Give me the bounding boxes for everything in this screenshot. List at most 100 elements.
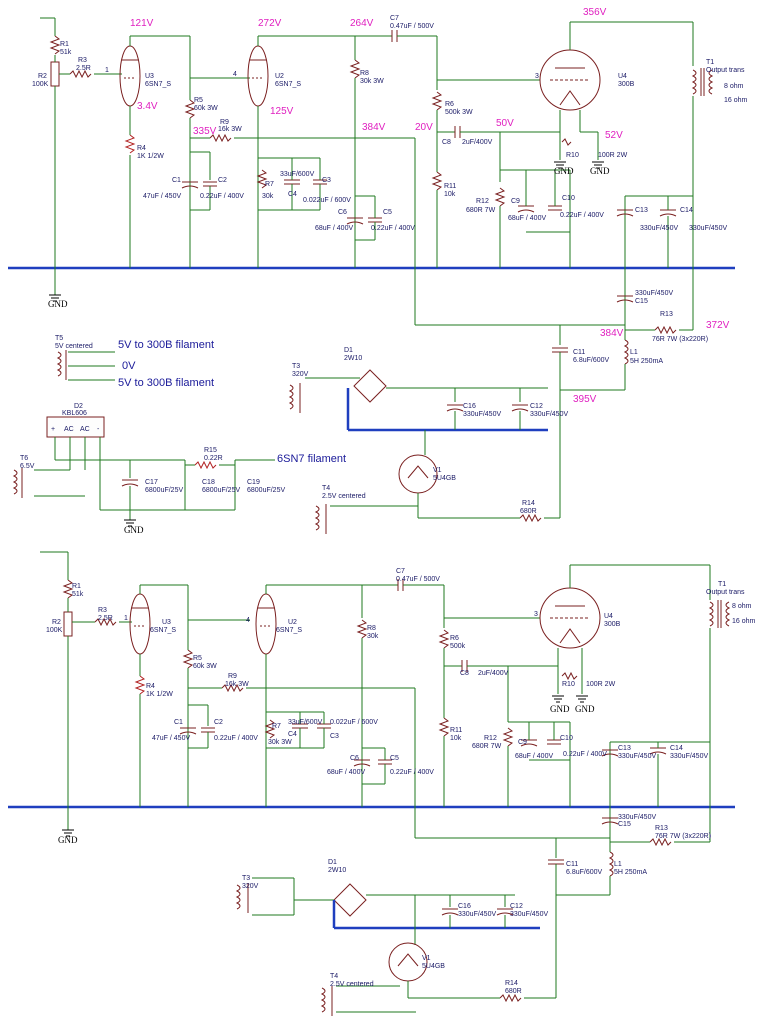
part-label: C5 bbox=[390, 755, 399, 762]
part-label: R10 bbox=[566, 152, 579, 159]
part-value: 16k 3W bbox=[225, 681, 249, 688]
part-label: C7 bbox=[390, 15, 399, 22]
part-value: Output trans bbox=[706, 589, 745, 596]
part-label: C15 bbox=[635, 298, 648, 305]
part-value: 330uF/450V bbox=[689, 225, 727, 232]
part-value: 0.022uF / 600V bbox=[330, 719, 378, 726]
part-label: R2 bbox=[38, 73, 47, 80]
part-value: 76R 7W (3x220R) bbox=[655, 833, 711, 840]
part-value: 2W10 bbox=[344, 355, 362, 362]
part-value: 0.22uF / 400V bbox=[200, 193, 244, 200]
part-label: C4 bbox=[288, 191, 297, 198]
part-label: R8 bbox=[367, 625, 376, 632]
voltage-label: 50V bbox=[496, 118, 514, 129]
u3-tube bbox=[129, 593, 151, 655]
voltage-label: 121V bbox=[130, 18, 154, 29]
part-value: 300B bbox=[618, 81, 635, 88]
part-label: C15 bbox=[618, 821, 631, 828]
part-value: 30k bbox=[367, 633, 379, 640]
part-value: 51k bbox=[60, 49, 72, 56]
part-label: C13 bbox=[635, 207, 648, 214]
top-labels: 121V 272V 264V 356V 3.4V 125V 335V 384V … bbox=[20, 7, 748, 535]
part-label: V1 bbox=[433, 467, 442, 474]
ground-symbol bbox=[575, 695, 589, 703]
part-label: C3 bbox=[322, 177, 331, 184]
v1-rectifier bbox=[388, 942, 428, 982]
r11-resistor bbox=[431, 171, 443, 191]
part-label: R12 bbox=[484, 735, 497, 742]
part-value: 300B bbox=[604, 621, 621, 628]
part-value: 2.5V centered bbox=[330, 981, 374, 988]
part-value: 100R 2W bbox=[586, 681, 616, 688]
part-value: 2uF/400V bbox=[462, 139, 493, 146]
part-value: 5U4GB bbox=[433, 475, 456, 482]
part-value: 680R bbox=[505, 988, 522, 995]
part-value: 68uF / 400V bbox=[515, 753, 553, 760]
part-value: 8 ohm bbox=[724, 83, 744, 90]
part-value: 100K bbox=[32, 81, 49, 88]
r5-resistor bbox=[182, 649, 194, 669]
part-value: 2.5R bbox=[76, 65, 91, 72]
t6-transformer bbox=[12, 469, 18, 495]
part-value: 330uF/450V bbox=[670, 753, 708, 760]
part-label: C16 bbox=[458, 903, 471, 910]
part-label: C11 bbox=[573, 349, 585, 356]
part-label: C9 bbox=[511, 198, 520, 205]
part-label: C9 bbox=[518, 739, 527, 746]
part-label: R4 bbox=[137, 145, 146, 152]
voltage-label: 272V bbox=[258, 18, 282, 29]
pin-label: 1 bbox=[124, 615, 128, 622]
u3-tube bbox=[119, 45, 141, 107]
part-value: 16k 3W bbox=[218, 126, 242, 133]
part-value: 30k 3W bbox=[360, 78, 384, 85]
part-label: T4 bbox=[330, 973, 338, 980]
part-value: 330uF/450V bbox=[618, 753, 656, 760]
r15-resistor bbox=[194, 460, 217, 470]
r7-resistor bbox=[264, 719, 276, 739]
r2-potentiometer bbox=[50, 61, 60, 87]
r3-resistor bbox=[94, 617, 117, 627]
part-label: C8 bbox=[442, 139, 451, 146]
r13-resistor bbox=[649, 837, 672, 847]
part-label: R6 bbox=[445, 101, 454, 108]
part-label: C10 bbox=[562, 195, 575, 202]
part-label: U4 bbox=[618, 73, 627, 80]
part-value: 6.5V bbox=[20, 463, 35, 470]
part-label: U3 bbox=[162, 619, 171, 626]
part-value: 330uF/450V bbox=[458, 911, 496, 918]
part-label: R6 bbox=[450, 635, 459, 642]
part-label: C14 bbox=[680, 207, 693, 214]
part-label: R9 bbox=[220, 119, 229, 126]
part-value: 6800uF/25V bbox=[247, 487, 285, 494]
voltage-label: 125V bbox=[270, 106, 294, 117]
part-label: T6 bbox=[20, 455, 28, 462]
part-value: 0.47uF / 500V bbox=[396, 576, 440, 583]
part-value: 1K 1/2W bbox=[146, 691, 173, 698]
part-label: GND bbox=[550, 704, 570, 714]
part-label: T5 bbox=[55, 335, 63, 342]
part-label: L1 bbox=[630, 349, 638, 356]
part-value: 330uF/450V bbox=[640, 225, 678, 232]
voltage-label: 395V bbox=[573, 394, 597, 405]
note-label: 6SN7 filament bbox=[277, 453, 346, 465]
part-value: 330uF/450V bbox=[635, 290, 673, 297]
part-label: GND bbox=[58, 835, 78, 845]
part-value: 0.22uF / 400V bbox=[214, 735, 258, 742]
r3-resistor bbox=[69, 69, 92, 79]
bottom-schematic bbox=[8, 551, 735, 1016]
part-label: C1 bbox=[174, 719, 183, 726]
part-label: C6 bbox=[338, 209, 347, 216]
r1-resistor bbox=[62, 579, 74, 599]
r5-resistor bbox=[184, 99, 196, 119]
part-label: C14 bbox=[670, 745, 683, 752]
part-value: 2W10 bbox=[328, 867, 346, 874]
part-value: 60k 3W bbox=[193, 663, 217, 670]
part-value: 2.5R bbox=[98, 615, 113, 622]
part-value: 68uF / 400V bbox=[327, 769, 365, 776]
part-value: 0.022uF / 600V bbox=[303, 197, 351, 204]
part-label: R7 bbox=[265, 181, 274, 188]
part-label: C7 bbox=[396, 568, 405, 575]
part-label: R3 bbox=[78, 57, 87, 64]
part-label: GND bbox=[48, 299, 68, 309]
part-label: GND bbox=[554, 166, 574, 176]
